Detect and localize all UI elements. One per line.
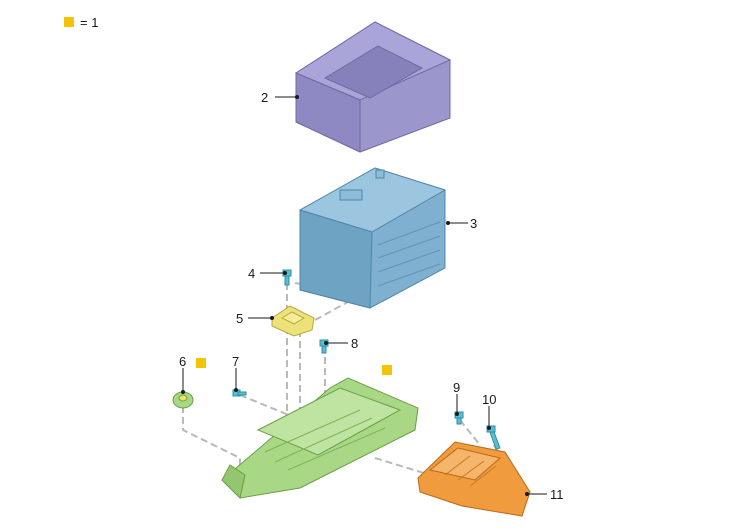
marker-part-6 (196, 358, 206, 368)
clamp[interactable] (271, 305, 315, 337)
battery[interactable] (298, 167, 447, 309)
callout-10: 10 (482, 392, 496, 430)
screw-7[interactable] (232, 389, 247, 397)
svg-text:2: 2 (261, 90, 268, 105)
callout-9: 9 (453, 380, 460, 416)
callout-6: 6 (179, 354, 186, 394)
bolt-10[interactable] (486, 425, 501, 450)
callout-5: 5 (236, 311, 274, 326)
legend-text: = 1 (80, 15, 98, 30)
svg-text:10: 10 (482, 392, 496, 407)
svg-text:11: 11 (550, 487, 564, 502)
legend: = 1 (64, 15, 98, 30)
screw-9[interactable] (454, 411, 464, 425)
callout-7: 7 (232, 354, 239, 392)
battery-tray[interactable] (221, 377, 419, 500)
callout-4: 4 (248, 266, 287, 281)
callout-8: 8 (324, 336, 358, 351)
svg-text:6: 6 (179, 354, 186, 369)
nut-6[interactable] (172, 391, 194, 409)
bracket[interactable] (417, 441, 531, 517)
svg-text:5: 5 (236, 311, 243, 326)
svg-text:3: 3 (470, 216, 477, 231)
svg-text:4: 4 (248, 266, 255, 281)
callout-11: 11 (525, 487, 564, 502)
callout-2: 2 (261, 90, 299, 105)
callout-3: 3 (446, 216, 477, 231)
battery-cover[interactable] (294, 21, 452, 153)
svg-text:8: 8 (351, 336, 358, 351)
marker-tray (382, 365, 392, 375)
svg-text:7: 7 (232, 354, 239, 369)
legend-marker (64, 17, 74, 27)
svg-text:9: 9 (453, 380, 460, 395)
